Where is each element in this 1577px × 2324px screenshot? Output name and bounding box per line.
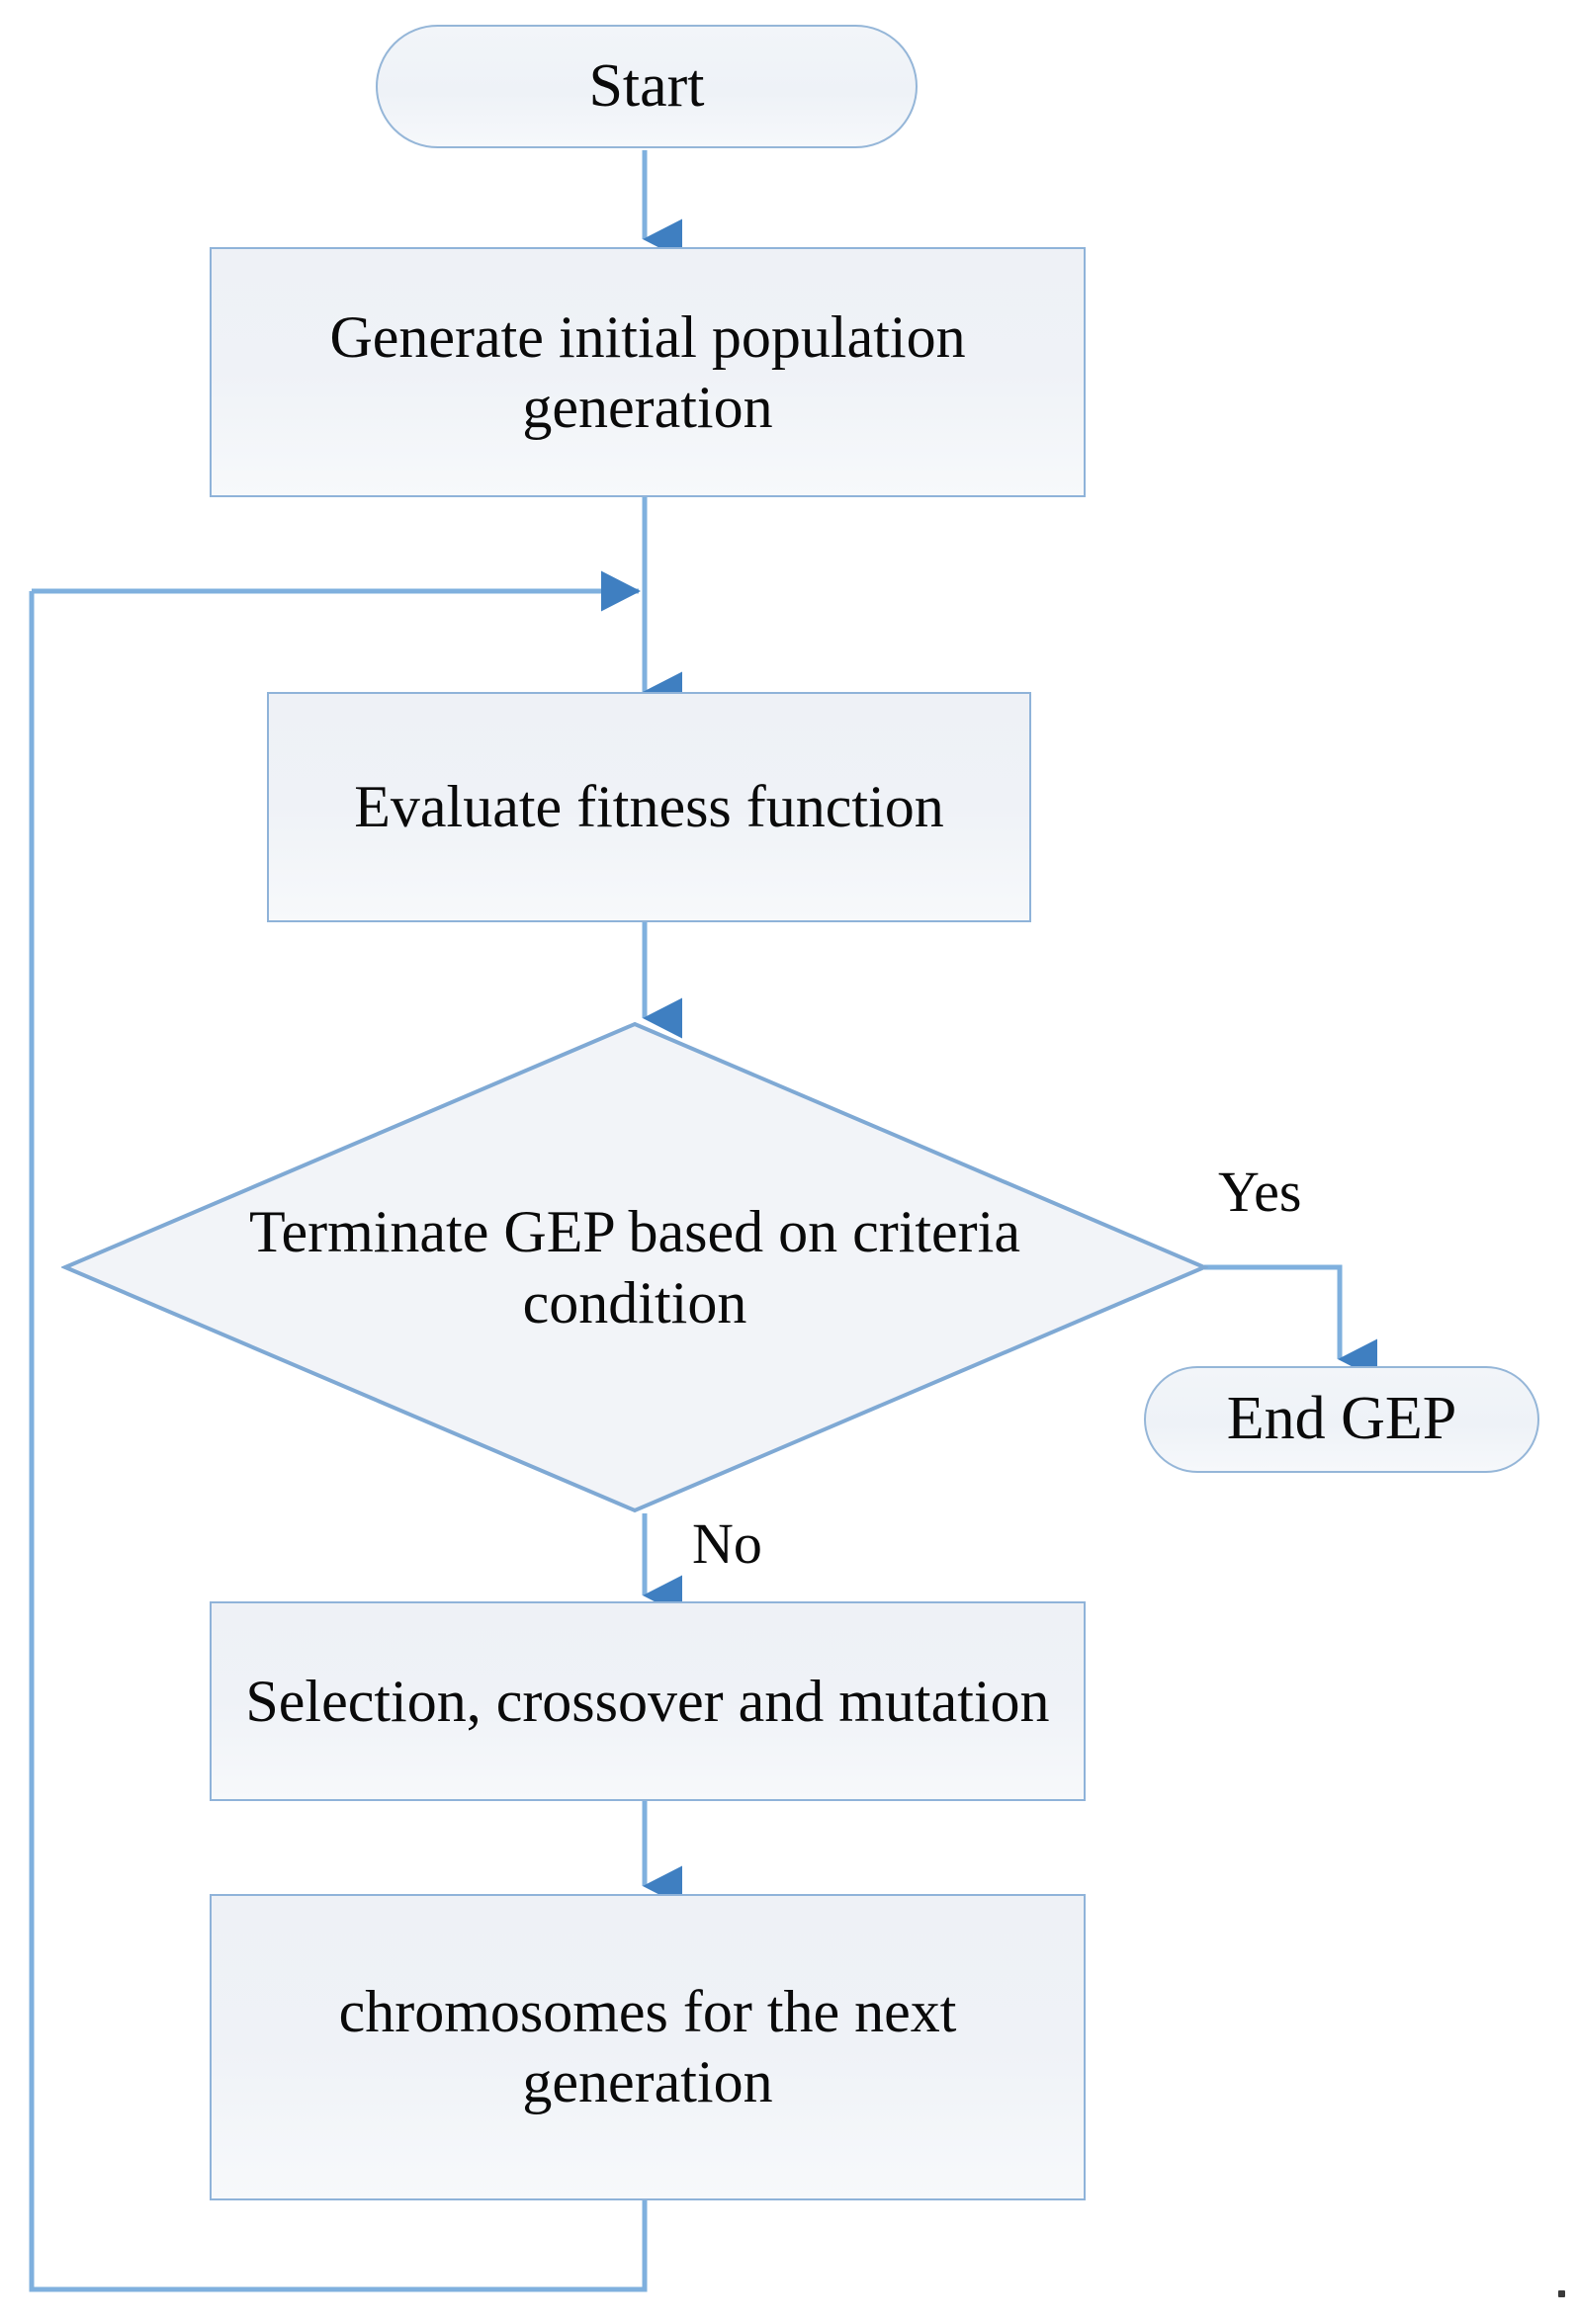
node-chromosomes-next-generation-label: chromosomes for the next generation: [338, 1979, 957, 2114]
node-evaluate-fitness-function-label: Evaluate fitness function: [354, 774, 944, 840]
node-generate-initial-population-label: Generate initial population generation: [329, 303, 966, 440]
edge-label-yes: Yes: [1218, 1160, 1302, 1224]
node-start-label: Start: [588, 51, 705, 120]
node-end-gep[interactable]: End GEP: [1144, 1366, 1539, 1473]
node-terminate-decision-label: Terminate GEP based on criteria conditio…: [249, 1199, 1020, 1335]
ink-speck-artifact: [1558, 2290, 1565, 2297]
node-evaluate-fitness-function[interactable]: Evaluate fitness function: [267, 692, 1031, 922]
connector-decision-yes-to-end: [1204, 1264, 1377, 1380]
node-generate-initial-population[interactable]: Generate initial population generation: [210, 247, 1086, 497]
node-chromosomes-next-generation[interactable]: chromosomes for the next generation: [210, 1894, 1086, 2200]
node-terminate-decision[interactable]: Terminate GEP based on criteria conditio…: [61, 1020, 1208, 1514]
decision-diamond-shape: [61, 1021, 1208, 1513]
node-selection-crossover-mutation-label: Selection, crossover and mutation: [245, 1668, 1050, 1734]
edge-label-no: No: [692, 1511, 762, 1576]
node-end-gep-label: End GEP: [1226, 1385, 1457, 1453]
node-start[interactable]: Start: [376, 25, 918, 148]
node-selection-crossover-mutation[interactable]: Selection, crossover and mutation: [210, 1601, 1086, 1801]
